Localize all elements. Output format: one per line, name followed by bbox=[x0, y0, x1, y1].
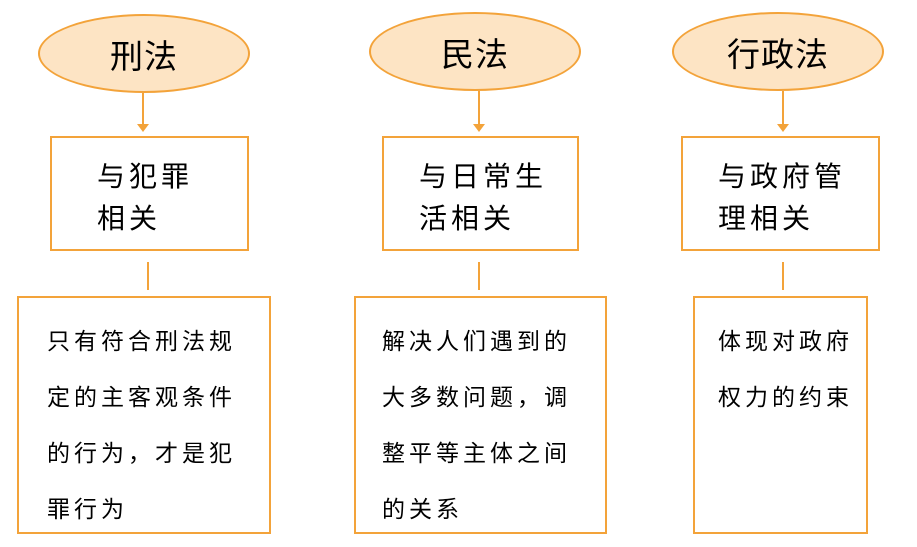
law-title-administrative: 行政法 bbox=[672, 12, 884, 91]
law-title-civil: 民法 bbox=[369, 12, 581, 91]
domain-text-civil: 与日常生活相关 bbox=[419, 160, 548, 235]
description-text-administrative: 体现对政府权力的约束 bbox=[718, 329, 853, 411]
arrow-line-civil bbox=[478, 91, 480, 125]
description-box-criminal: 只有符合刑法规定的主客观条件的行为，才是犯罪行为 bbox=[17, 296, 271, 534]
description-text-civil: 解决人们遇到的大多数问题，调整平等主体之间的关系 bbox=[382, 329, 571, 523]
domain-box-civil: 与日常生活相关 bbox=[382, 136, 579, 251]
description-box-administrative: 体现对政府权力的约束 bbox=[693, 296, 868, 534]
description-text-criminal: 只有符合刑法规定的主客观条件的行为，才是犯罪行为 bbox=[47, 329, 236, 523]
connector-civil bbox=[478, 262, 480, 290]
domain-text-administrative: 与政府管理相关 bbox=[718, 160, 847, 235]
domain-text-criminal: 与犯罪相关 bbox=[97, 160, 194, 235]
domain-box-criminal: 与犯罪相关 bbox=[50, 136, 249, 251]
connector-administrative bbox=[782, 262, 784, 290]
arrow-line-administrative bbox=[782, 91, 784, 125]
arrow-line-criminal bbox=[142, 93, 144, 125]
connector-criminal bbox=[147, 262, 149, 290]
domain-box-administrative: 与政府管理相关 bbox=[681, 136, 880, 251]
arrow-head-criminal bbox=[137, 124, 149, 132]
description-box-civil: 解决人们遇到的大多数问题，调整平等主体之间的关系 bbox=[354, 296, 607, 534]
arrow-head-administrative bbox=[777, 124, 789, 132]
arrow-head-civil bbox=[473, 124, 485, 132]
law-title-criminal: 刑法 bbox=[38, 14, 250, 93]
